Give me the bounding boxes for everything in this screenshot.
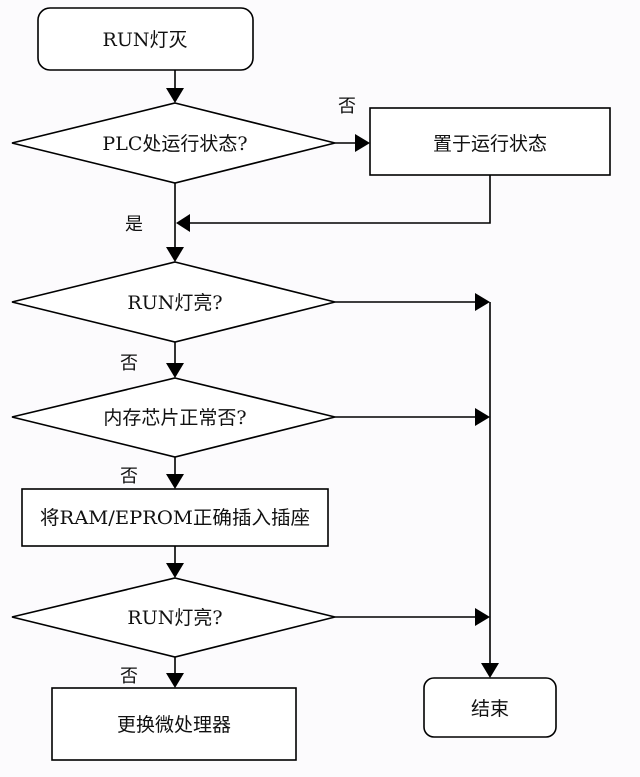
arrow-head [166, 474, 184, 489]
process-insert-ram-eprom-label: 将RAM/EPROM正确插入插座 [40, 507, 310, 529]
start-node-label: RUN灯灭 [103, 29, 188, 51]
decision-run-led-1-label: RUN灯亮? [127, 292, 222, 314]
arrow-head [475, 293, 490, 311]
edge-set-run-return [188, 175, 491, 224]
decision-memory-chip-label: 内存芯片正常否? [103, 407, 246, 429]
arrow-head [475, 408, 490, 426]
process-replace-cpu-label: 更换微处理器 [117, 714, 231, 736]
decision-plc-state-label: PLC处运行状态? [102, 133, 247, 155]
edge-label-memory-no: 否 [120, 466, 138, 487]
start-node [37, 7, 254, 71]
edge-label-led2-no: 否 [120, 666, 138, 687]
edge-label-plc-no: 否 [338, 96, 356, 117]
arrow-head [481, 663, 499, 678]
edge-label-led1-no: 否 [120, 353, 138, 374]
process-set-run-state-label: 置于运行状态 [433, 133, 547, 155]
arrow-head [166, 88, 184, 103]
end-node-label: 结束 [471, 698, 509, 720]
arrow-head [166, 247, 184, 262]
edge-label-plc-yes: 是 [125, 214, 143, 235]
arrow-head [166, 673, 184, 688]
process-replace-cpu [51, 687, 297, 761]
arrow-head [355, 134, 370, 152]
arrow-head [176, 214, 190, 232]
arrow-head [166, 563, 184, 578]
arrow-head [475, 608, 490, 626]
arrow-head [166, 363, 184, 378]
end-node [423, 677, 557, 738]
decision-run-led-2-label: RUN灯亮? [127, 607, 222, 629]
